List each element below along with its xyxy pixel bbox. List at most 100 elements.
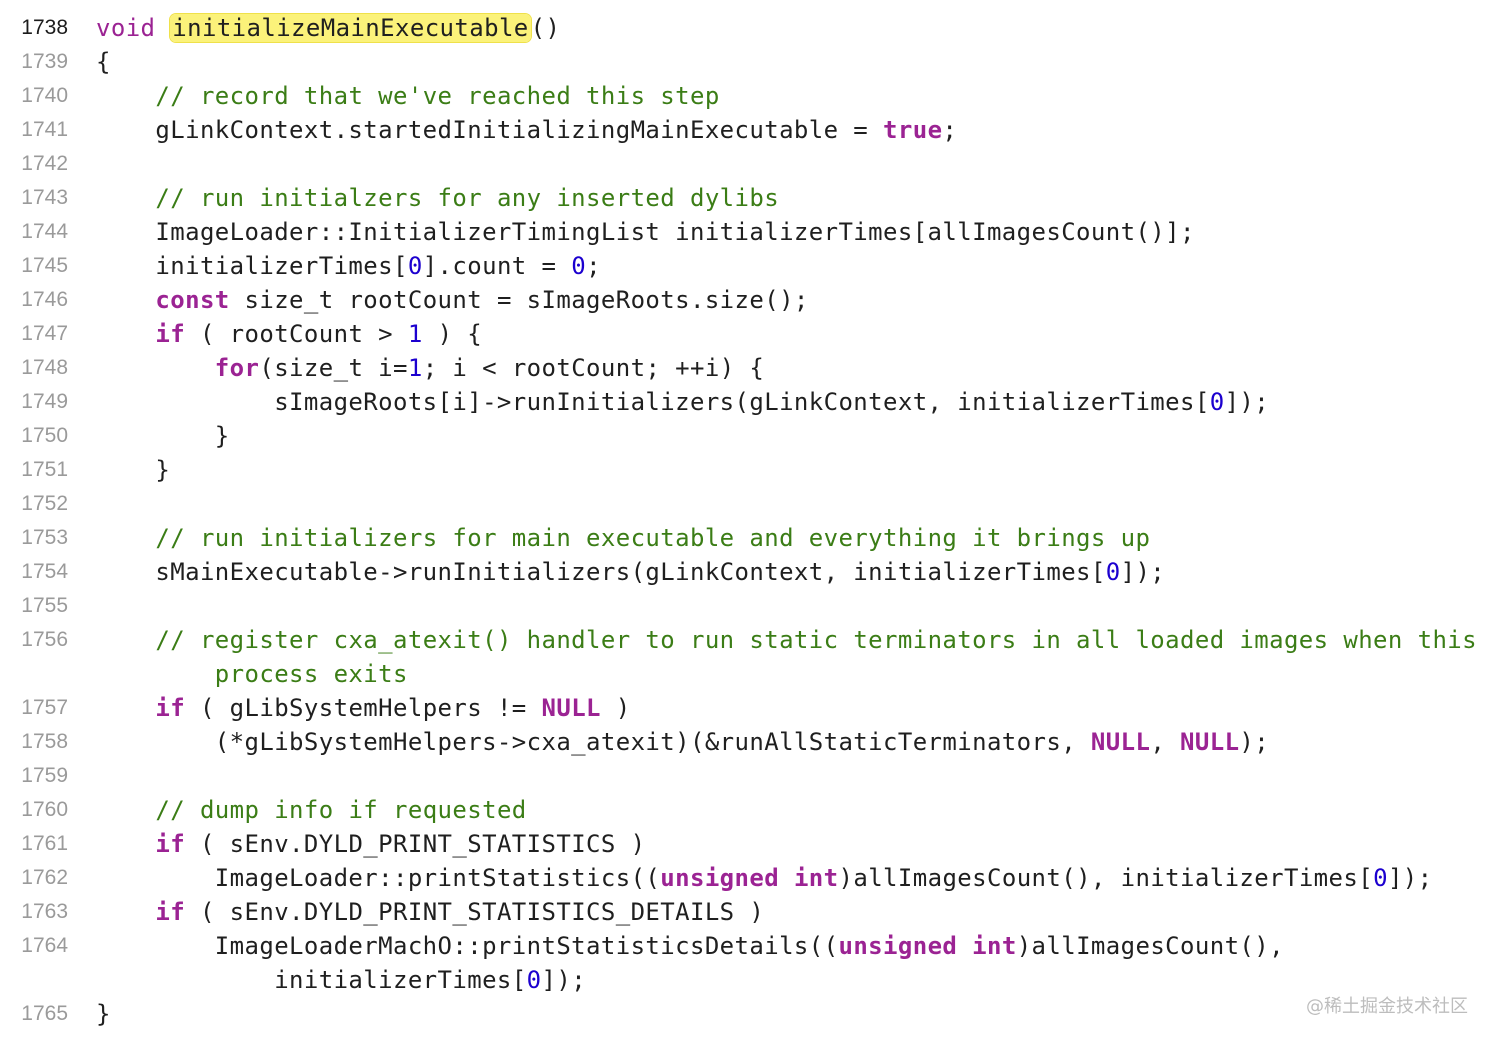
code-text[interactable]: sMainExecutable->runInitializers(gLinkCo… [96,555,1496,589]
code-text[interactable]: // record that we've reached this step [96,79,1496,113]
code-line[interactable]: 1751 } [0,453,1496,487]
code-line[interactable]: 1738 void initializeMainExecutable() [0,11,1496,45]
code-line[interactable]: 1748 for(size_t i=1; i < rootCount; ++i)… [0,351,1496,385]
code-line[interactable]: 1745 initializerTimes[0].count = 0; [0,249,1496,283]
code-token: sMainExecutable->runInitializers(gLinkCo… [96,558,1106,586]
code-text[interactable]: gLinkContext.startedInitializingMainExec… [96,113,1496,147]
code-line[interactable]: 1763 if ( sEnv.DYLD_PRINT_STATISTICS_DET… [0,895,1496,929]
code-token [96,82,155,110]
code-line[interactable]: 1758 (*gLibSystemHelpers->cxa_atexit)(&r… [0,725,1496,759]
code-text[interactable]: if ( sEnv.DYLD_PRINT_STATISTICS_DETAILS … [96,895,1496,929]
code-token: ]); [541,966,587,994]
code-line[interactable]: 1746 const size_t rootCount = sImageRoot… [0,283,1496,317]
code-token: unsigned [838,932,958,960]
line-number: 1765 [21,1002,68,1025]
code-token: )allImagesCount(), initializerTimes[ [274,932,1284,994]
code-text[interactable]: if ( gLibSystemHelpers != NULL ) [96,691,1496,725]
line-number: 1752 [21,492,68,515]
line-number: 1747 [21,322,68,345]
code-line[interactable]: 1764 ImageLoaderMachO::printStatisticsDe… [0,929,1496,997]
line-number: 1759 [21,764,68,787]
code-text[interactable]: if ( rootCount > 1 ) { [96,317,1496,351]
code-token [96,524,155,552]
code-line[interactable]: 1754 sMainExecutable->runInitializers(gL… [0,555,1496,589]
line-number: 1738 [21,16,68,39]
code-line[interactable]: 1760 // dump info if requested [0,793,1496,827]
line-number: 1739 [21,50,68,73]
code-line[interactable]: 1761 if ( sEnv.DYLD_PRINT_STATISTICS ) [0,827,1496,861]
line-number: 1756 [21,628,68,651]
code-text[interactable]: initializerTimes[0].count = 0; [96,249,1496,283]
line-number: 1750 [21,424,68,447]
code-token [96,830,155,858]
code-token: if [155,830,186,858]
code-token: ) { [422,320,483,348]
code-line[interactable]: 1765} [0,997,1496,1031]
code-text[interactable]: ImageLoader::printStatistics((unsigned i… [96,861,1496,895]
code-line[interactable]: 1749 sImageRoots[i]->runInitializers(gLi… [0,385,1496,419]
code-line[interactable]: 1756 // register cxa_atexit() handler to… [0,623,1496,691]
code-text[interactable]: void initializeMainExecutable() [96,11,1496,45]
code-line[interactable]: 1741 gLinkContext.startedInitializingMai… [0,113,1496,147]
code-text[interactable]: if ( sEnv.DYLD_PRINT_STATISTICS ) [96,827,1496,861]
code-line[interactable]: 1747 if ( rootCount > 1 ) { [0,317,1496,351]
line-number: 1744 [21,220,68,243]
code-line[interactable]: 1744 ImageLoader::InitializerTimingList … [0,215,1496,249]
code-token: int [793,864,839,892]
code-text[interactable]: } [96,419,1496,453]
code-token: void [96,14,156,42]
code-token: unsigned [660,864,780,892]
code-token: initializerTimes[ [96,252,408,280]
code-line[interactable]: 1740 // record that we've reached this s… [0,79,1496,113]
code-line[interactable]: 1743 // run initialzers for any inserted… [0,181,1496,215]
code-line[interactable]: 1753 // run initializers for main execut… [0,521,1496,555]
code-token [155,14,170,42]
code-text[interactable]: ImageLoader::InitializerTimingList initi… [96,215,1496,249]
code-line[interactable]: 1739 { [0,45,1496,79]
code-token: 1 [407,354,423,382]
code-token: 0 [1373,864,1388,892]
code-token: // dump info if requested [155,796,527,824]
code-token: // record that we've reached this step [155,82,720,110]
code-line[interactable]: 1752 [0,487,1496,521]
code-token: ; [586,252,601,280]
code-token: ( gLibSystemHelpers != [185,694,542,722]
code-token: true [883,116,943,144]
line-number: 1763 [21,900,68,923]
code-token [779,864,794,892]
code-text[interactable]: // register cxa_atexit() handler to run … [96,623,1496,691]
code-text[interactable]: } [96,997,1496,1031]
code-token: size_t rootCount = sImageRoots.size(); [229,286,809,314]
code-token: int [972,932,1017,960]
code-text[interactable]: // dump info if requested [96,793,1496,827]
code-token: () [530,14,561,42]
code-line[interactable]: 1762 ImageLoader::printStatistics((unsig… [0,861,1496,895]
code-token: 0 [526,966,542,994]
code-token: } [96,422,230,450]
code-editor[interactable]: 1738 void initializeMainExecutable() 1739 {… [0,11,1496,1031]
line-number: 1760 [21,798,68,821]
line-number: 1753 [21,526,68,549]
code-text[interactable]: sImageRoots[i]->runInitializers(gLinkCon… [96,385,1496,419]
code-token: ( sEnv.DYLD_PRINT_STATISTICS_DETAILS ) [185,898,765,926]
code-token: NULL [541,694,601,722]
line-number: 1751 [21,458,68,481]
code-line[interactable]: 1755 [0,589,1496,623]
code-text[interactable]: ImageLoaderMachO::printStatisticsDetails… [96,929,1496,997]
code-line[interactable]: 1759 [0,759,1496,793]
code-line[interactable]: 1750 } [0,419,1496,453]
code-text[interactable]: // run initializers for main executable … [96,521,1496,555]
code-text[interactable]: (*gLibSystemHelpers->cxa_atexit)(&runAll… [96,725,1496,759]
code-text[interactable]: // run initialzers for any inserted dyli… [96,181,1496,215]
code-line[interactable]: 1757 if ( gLibSystemHelpers != NULL ) [0,691,1496,725]
code-text[interactable]: } [96,453,1496,487]
code-token: NULL [1180,728,1240,756]
code-text[interactable]: { [96,45,1496,79]
code-token: ImageLoader::InitializerTimingList initi… [96,218,1195,246]
code-line[interactable]: 1742 [0,147,1496,181]
code-text[interactable]: for(size_t i=1; i < rootCount; ++i) { [96,351,1496,385]
code-token [96,184,155,212]
code-token: 0 [571,252,587,280]
code-token: ]); [1387,864,1433,892]
code-text[interactable]: const size_t rootCount = sImageRoots.siz… [96,283,1496,317]
